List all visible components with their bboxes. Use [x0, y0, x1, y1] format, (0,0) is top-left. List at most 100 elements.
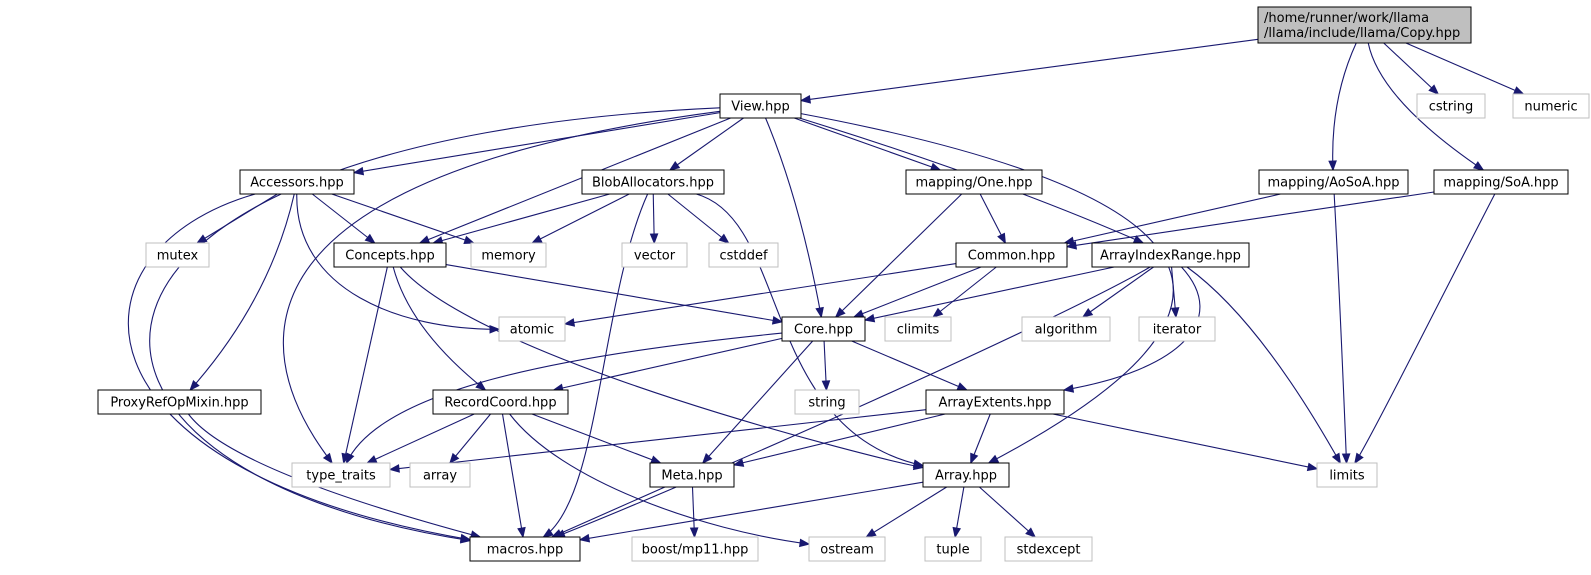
node-box-cstring — [1416, 93, 1486, 119]
node-box-atomic — [498, 316, 566, 342]
edge-view-to-concepts — [419, 117, 731, 244]
edge-arrowhead-meta-to-mp11 — [689, 527, 699, 539]
node-box-extents — [925, 389, 1065, 415]
node-box-proxy — [97, 389, 262, 415]
node-box-iterator — [1138, 316, 1216, 342]
node-label-array_hpp: Array.hpp — [935, 469, 997, 484]
node-aosoa[interactable]: mapping/AoSoA.hpp — [1258, 169, 1409, 195]
node-proxy[interactable]: ProxyRefOpMixin.hpp — [97, 389, 262, 415]
node-label-recordcoord: RecordCoord.hpp — [444, 396, 556, 411]
edge-view-to-blob — [669, 117, 744, 171]
edge-recordcoord-to-meta — [531, 413, 661, 464]
edge-arrowhead-core-to-meta — [701, 453, 713, 465]
node-label-macros: macros.hpp — [487, 543, 563, 558]
edge-recordcoord-to-type_traits — [366, 413, 475, 464]
node-mutex: mutex — [145, 242, 210, 268]
node-memory: memory — [470, 242, 547, 268]
edge-accessors-to-mutex — [196, 193, 278, 244]
node-extents[interactable]: ArrayExtents.hpp — [925, 389, 1065, 415]
edge-arrowhead-air-to-iterator — [1170, 307, 1180, 319]
node-label-view: View.hpp — [731, 100, 790, 115]
node-box-ostream — [808, 536, 886, 562]
node-box-string — [794, 389, 860, 415]
node-label-blob: BlobAllocators.hpp — [592, 176, 714, 191]
node-common[interactable]: Common.hpp — [955, 242, 1068, 268]
node-array_hpp[interactable]: Array.hpp — [922, 462, 1010, 488]
edge-arrowhead-extents-to-type_traits — [388, 464, 400, 473]
node-core[interactable]: Core.hpp — [781, 316, 866, 342]
edge-arrowhead-blob-to-cstddef — [718, 233, 730, 244]
node-label-copy-line-1: /home/runner/work/llama — [1264, 11, 1429, 26]
edge-common-to-climits — [932, 266, 997, 318]
node-label-one: mapping/One.hpp — [916, 176, 1033, 191]
node-box-macros — [469, 536, 581, 562]
node-label-extents: ArrayExtents.hpp — [938, 396, 1051, 411]
node-meta[interactable]: Meta.hpp — [649, 462, 735, 488]
node-label-concepts: Concepts.hpp — [345, 249, 434, 264]
node-mp11: boost/mp11.hpp — [631, 536, 759, 562]
edge-view-to-core — [765, 117, 822, 318]
node-box-view — [719, 93, 802, 119]
edge-arrowhead-view-to-one — [929, 162, 942, 171]
edge-arrowhead-blob-to-memory — [531, 234, 543, 244]
node-box-concepts — [333, 242, 447, 268]
edge-arrowhead-soa-to-limits — [1354, 452, 1364, 465]
node-atomic: atomic — [498, 316, 566, 342]
node-macros[interactable]: macros.hpp — [469, 536, 581, 562]
edge-arrowhead-extents-to-meta — [732, 458, 745, 467]
edge-air-to-limits — [1186, 266, 1341, 464]
edge-arrowhead-accessors-to-proxy — [189, 380, 200, 392]
edge-blob-to-concepts — [433, 193, 610, 244]
node-box-tuple — [924, 536, 982, 562]
node-label-soa: mapping/SoA.hpp — [1443, 176, 1558, 191]
edge-arrowhead-array_hpp-to-stdexcept — [1025, 527, 1037, 538]
edge-recordcoord-to-ostream — [509, 413, 810, 545]
node-stdexcept: stdexcept — [1004, 536, 1093, 562]
node-box-array_hpp — [922, 462, 1010, 488]
node-recordcoord[interactable]: RecordCoord.hpp — [432, 389, 569, 415]
node-label-proxy: ProxyRefOpMixin.hpp — [110, 396, 248, 411]
edge-arrowhead-blob-to-macros — [542, 528, 554, 538]
edge-arrowhead-blob-to-vector — [649, 233, 659, 245]
edge-concepts-to-recordcoord — [392, 266, 486, 391]
edge-arrowhead-copy-to-numeric — [1512, 86, 1525, 95]
edges-layer — [127, 38, 1525, 548]
edge-arrowhead-aosoa-to-limits — [1341, 453, 1351, 465]
node-one[interactable]: mapping/One.hpp — [905, 169, 1043, 195]
edge-arrowhead-one-to-core — [834, 307, 846, 318]
node-accessors[interactable]: Accessors.hpp — [239, 169, 355, 195]
edge-air-to-core — [864, 266, 1115, 321]
edge-arrowhead-extents-to-array_hpp — [970, 452, 979, 465]
edge-proxy-to-macros — [187, 413, 481, 538]
node-label-array_std: array — [423, 469, 457, 484]
edge-arrowhead-recordcoord-to-array_std — [449, 452, 460, 465]
edge-soa-to-common — [1066, 191, 1435, 248]
node-label-type_traits: type_traits — [306, 469, 376, 484]
node-air[interactable]: ArrayIndexRange.hpp — [1091, 242, 1250, 268]
node-blob[interactable]: BlobAllocators.hpp — [581, 169, 725, 195]
node-soa[interactable]: mapping/SoA.hpp — [1433, 169, 1569, 195]
edge-copy-to-aosoa — [1332, 42, 1357, 171]
edge-arrowhead-copy-to-cstring — [1428, 84, 1440, 95]
node-concepts[interactable]: Concepts.hpp — [333, 242, 447, 268]
edge-view-to-accessors — [353, 112, 721, 174]
edge-arrowhead-view-to-core — [815, 306, 824, 319]
edge-arrowhead-view-to-type_traits — [322, 452, 333, 465]
node-cstddef: cstddef — [708, 242, 779, 268]
node-label-mutex: mutex — [157, 249, 199, 264]
edge-recordcoord-to-macros — [501, 413, 524, 538]
node-box-limits — [1316, 462, 1378, 488]
edge-accessors-to-proxy — [189, 193, 295, 391]
node-box-climits — [884, 316, 952, 342]
node-box-numeric — [1512, 93, 1590, 119]
edge-arrowhead-recordcoord-to-type_traits — [365, 455, 378, 464]
edge-one-to-core — [835, 193, 963, 318]
node-label-stdexcept: stdexcept — [1017, 543, 1081, 558]
node-type_traits: type_traits — [291, 462, 391, 488]
node-box-type_traits — [291, 462, 391, 488]
node-copy[interactable]: /home/runner/work/llama/llama/include/ll… — [1257, 6, 1472, 44]
node-view[interactable]: View.hpp — [719, 93, 802, 119]
edge-accessors-to-atomic — [296, 193, 500, 330]
edge-recordcoord-to-array_std — [449, 413, 491, 464]
node-box-blob — [581, 169, 725, 195]
